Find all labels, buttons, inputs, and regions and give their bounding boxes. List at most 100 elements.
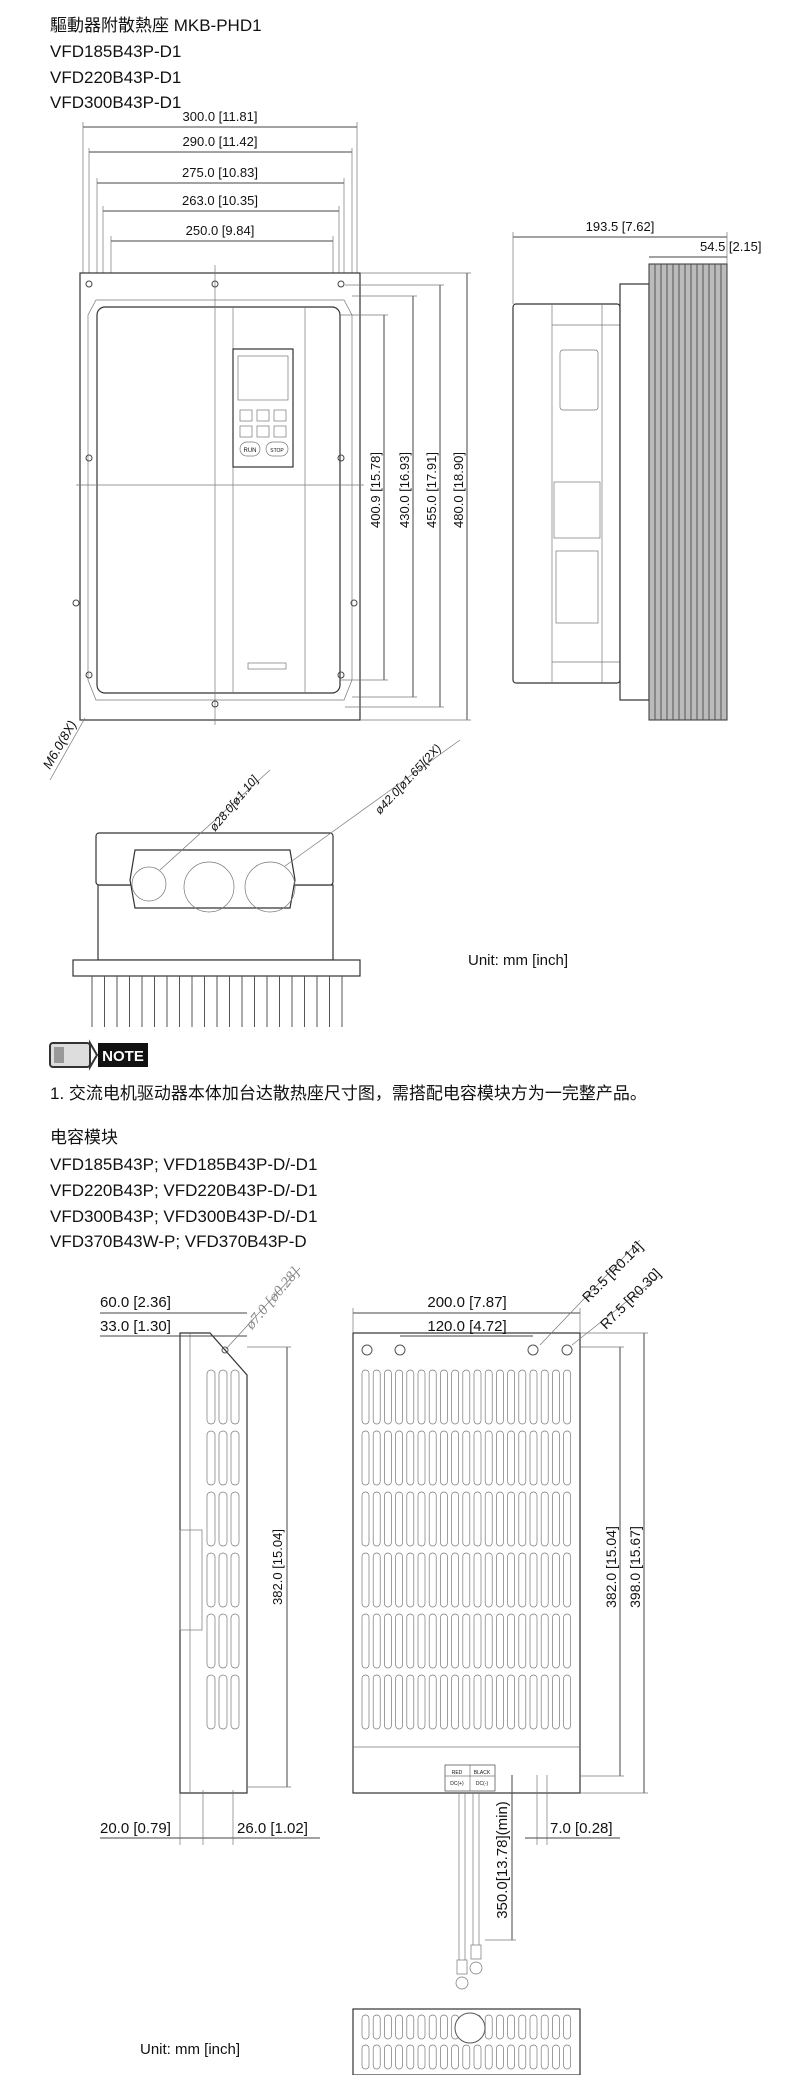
vent-slot <box>406 1430 415 1486</box>
vent-slot <box>361 2044 370 2070</box>
vent-slot <box>384 1552 392 1608</box>
dim-398: 398.0 [15.67] <box>627 1526 643 1608</box>
vent-slot <box>484 1674 493 1730</box>
vent-slot <box>540 2044 549 2070</box>
vent-slot <box>361 1430 370 1486</box>
vent-slot <box>361 2014 370 2040</box>
vent-slot <box>230 1613 240 1669</box>
vent-slot <box>507 1430 515 1486</box>
unit-label: Unit: mm [inch] <box>140 2041 240 2058</box>
vent-slot <box>440 2044 448 2070</box>
vent-slot <box>484 1369 493 1425</box>
vent-slot <box>428 2014 437 2040</box>
vent-slot <box>518 2014 527 2040</box>
vent-slot <box>384 1674 392 1730</box>
vent-slot <box>462 1491 471 1547</box>
vent-slot <box>440 1369 448 1425</box>
vent-slot <box>563 2044 571 2070</box>
vent-slot <box>230 1674 240 1730</box>
vent-slot <box>496 1552 504 1608</box>
vent-slot <box>417 1552 426 1608</box>
vent-slot <box>540 2014 549 2040</box>
vent-slot <box>406 1369 415 1425</box>
dc-neg-label: DC(-) <box>476 1781 489 1787</box>
vent-slot <box>384 2014 392 2040</box>
dim-cable: 350.0[13.78](min) <box>494 1801 511 1919</box>
vent-slot <box>372 1369 381 1425</box>
vent-slot <box>540 1430 549 1486</box>
vent-slot <box>230 1369 240 1425</box>
vent-slot <box>507 1613 515 1669</box>
vent-slot <box>406 1613 415 1669</box>
drive-bottom-view: ø28.0[ø1.10] ø42.0[ø1.65](2X) <box>72 739 461 1027</box>
vent-slot <box>406 1491 415 1547</box>
hole-large-callout: ø42.0[ø1.65](2X) <box>372 741 444 817</box>
vent-slot <box>417 1613 426 1669</box>
dim-fin: 54.5 [2.15] <box>700 239 761 254</box>
front-height-dimensions: 400.9 [15.78] 430.0 [16.93] 455.0 [17.91… <box>340 272 471 721</box>
vent-slot <box>496 2044 504 2070</box>
vent-slot <box>218 1430 228 1486</box>
dim-480: 480.0 [18.90] <box>451 452 466 528</box>
vent-slot <box>218 1491 228 1547</box>
vent-slot <box>395 1369 403 1425</box>
vent-slot <box>552 1613 560 1669</box>
vent-slot <box>496 1613 504 1669</box>
vent-slot <box>552 1369 560 1425</box>
vent-slot <box>406 1552 415 1608</box>
dim-200: 200.0 [7.87] <box>427 1294 506 1311</box>
vent-slot <box>462 1430 471 1486</box>
vent-slot <box>507 1491 515 1547</box>
vent-slot <box>230 1430 240 1486</box>
drive-side-view: 193.5 [7.62] 54.5 [2.15] <box>512 219 761 721</box>
vent-slot <box>206 1369 216 1425</box>
vent-slot <box>529 1369 538 1425</box>
cable-icon <box>455 1793 483 1990</box>
vent-slot <box>473 1491 482 1547</box>
dim-290: 290.0 [11.42] <box>183 134 258 149</box>
vent-slot <box>462 1674 471 1730</box>
vent-slot <box>507 1552 515 1608</box>
vent-slot <box>384 1613 392 1669</box>
vent-slot <box>451 1430 459 1486</box>
vent-slot <box>218 1613 228 1669</box>
vent-slot <box>518 1613 527 1669</box>
vent-slot <box>428 1491 437 1547</box>
vent-slot <box>496 2014 504 2040</box>
capacitor-bottom-view <box>352 2008 581 2075</box>
vent-slot <box>361 1674 370 1730</box>
vent-slot <box>462 2044 471 2070</box>
vent-slot <box>462 1613 471 1669</box>
vent-slot <box>384 1430 392 1486</box>
vent-slot <box>372 1613 381 1669</box>
vent-slot <box>563 2014 571 2040</box>
dim-430: 430.0 [16.93] <box>397 452 412 528</box>
vent-slot <box>529 1613 538 1669</box>
vent-slot <box>230 1491 240 1547</box>
vent-slot <box>372 1552 381 1608</box>
vent-slot <box>540 1613 549 1669</box>
capacitor-model: VFD300B43P; VFD300B43P-D/-D1 <box>50 1207 317 1226</box>
vent-slot <box>428 1674 437 1730</box>
vent-slot <box>529 1430 538 1486</box>
vent-slot <box>496 1491 504 1547</box>
vent-slot <box>451 1491 459 1547</box>
vent-slot <box>529 1552 538 1608</box>
vent-slot <box>451 1674 459 1730</box>
vent-slot <box>529 2014 538 2040</box>
capacitor-model: VFD185B43P; VFD185B43P-D/-D1 <box>50 1155 317 1174</box>
vent-slot <box>563 1430 571 1486</box>
vent-slot <box>451 2044 459 2070</box>
vent-slot <box>206 1613 216 1669</box>
dim-382-side: 382.0 [15.04] <box>270 1529 285 1605</box>
dim-26: 26.0 [1.02] <box>237 1820 308 1837</box>
vent-slot <box>484 1491 493 1547</box>
vent-slot <box>361 1491 370 1547</box>
vent-slot <box>428 1430 437 1486</box>
vent-slot <box>563 1552 571 1608</box>
vent-slot <box>563 1491 571 1547</box>
vent-slot <box>540 1369 549 1425</box>
vent-slot <box>529 1491 538 1547</box>
model-line: VFD300B43P-D1 <box>50 93 181 112</box>
